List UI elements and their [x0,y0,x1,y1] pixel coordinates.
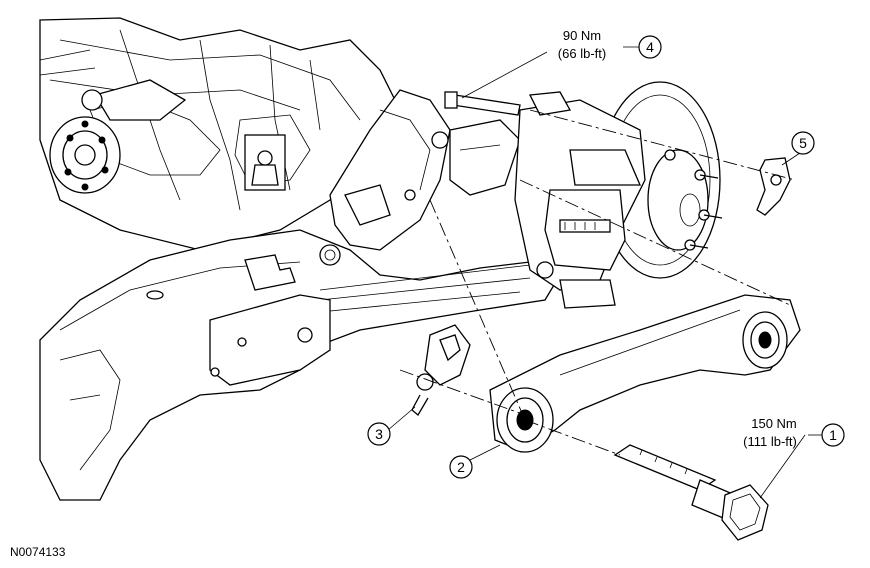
callout-4-torque-nm: 90 Nm [563,28,601,43]
control-arm-bolt [613,444,769,541]
rear-subframe [39,229,561,501]
callout-5-number: 5 [799,135,807,151]
centerlines [399,109,796,456]
opposite-wheel-hub [49,79,187,194]
callout-2: 2 [449,444,501,479]
callout-1-torque-lbft: (111 lb-ft) [743,434,797,449]
callout-1-circle [821,423,845,447]
callout-4-circle [638,35,662,59]
knuckle-bolt [444,91,521,116]
figure-reference-code: N0074133 [10,545,66,559]
callout-4: 4 90 Nm (66 lb-ft) [461,28,662,99]
callout-2-number: 2 [457,459,465,475]
callout-5: 5 [781,131,815,166]
callout-4-torque-lbft: (66 lb-ft) [558,46,606,61]
callout-5-circle [791,131,815,155]
height-sensor-bracket [411,324,471,416]
callout-1-torque-nm: 150 Nm [751,416,797,431]
callout-1-number: 1 [829,427,837,443]
callout-2-circle [449,455,473,479]
vehicle-body-structure [39,17,401,251]
callout-3: 3 [367,406,416,446]
callout-4-number: 4 [646,39,654,55]
callout-3-circle [367,422,391,446]
callout-3-number: 3 [375,426,383,442]
brake-disc-assembly [514,81,723,309]
retaining-clip [756,157,791,216]
callout-1: 1 150 Nm (111 lb-ft) [743,416,845,499]
knuckle-bracket [329,89,521,251]
